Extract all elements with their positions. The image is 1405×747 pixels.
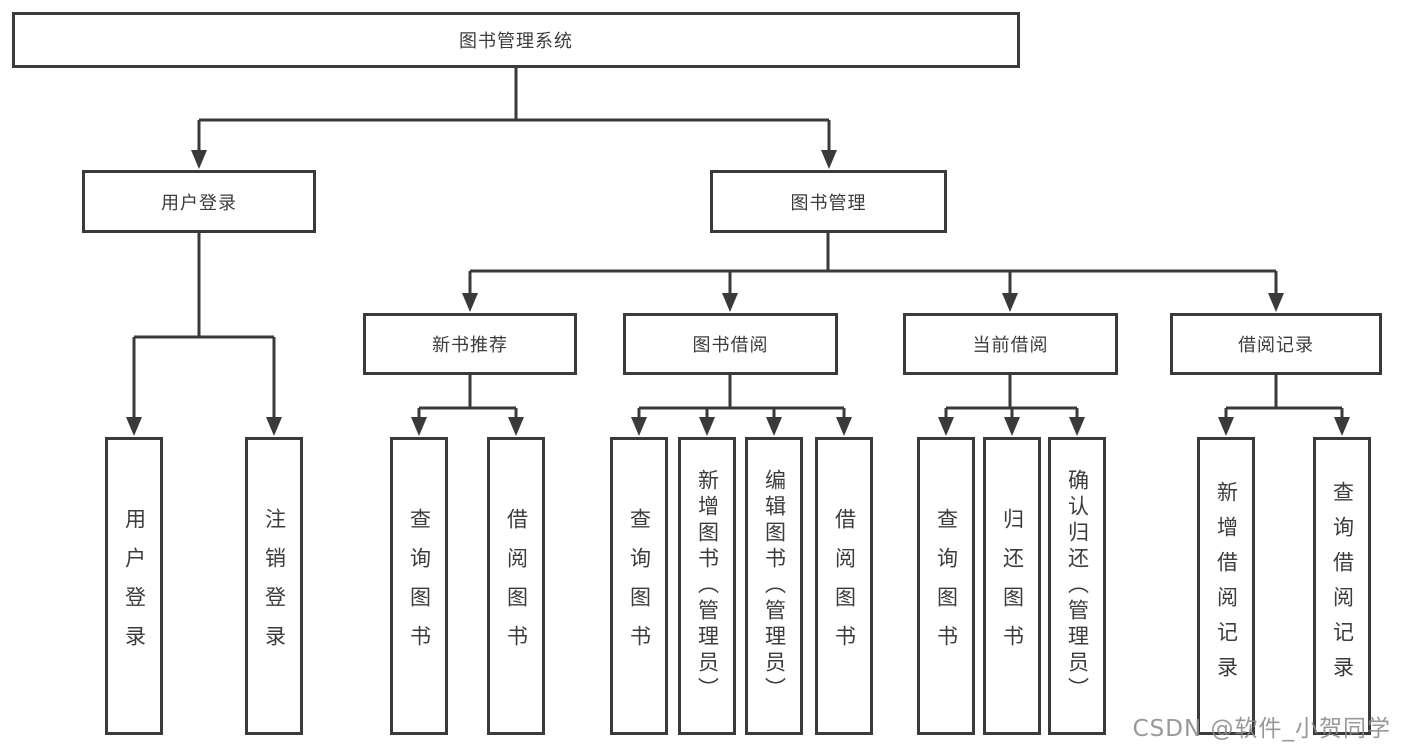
leaf-user-login: 用户登录 <box>105 437 163 735</box>
arrowhead-icon <box>722 293 738 312</box>
leaf-edit-book-admin: 编辑图书（管理员） <box>745 437 803 735</box>
arrowhead-icon <box>126 417 142 436</box>
arrowhead-icon <box>508 417 524 436</box>
arrowhead-icon <box>631 417 647 436</box>
node-book-borrow-label: 图书借阅 <box>692 335 769 356</box>
csdn-watermark: CSDN @软件_小贺同学 <box>1132 716 1391 742</box>
leaf-query-books-3-label: 查询图书 <box>934 508 959 664</box>
leaf-add-borrow-record-label: 新增借阅记录 <box>1214 481 1239 691</box>
leaf-query-books-1-label: 查询图书 <box>407 508 432 664</box>
leaf-edit-book-admin-label: 编辑图书（管理员） <box>762 469 787 703</box>
arrowhead-icon <box>411 417 427 436</box>
leaf-add-borrow-record: 新增借阅记录 <box>1197 437 1255 735</box>
leaf-borrow-books-2-label: 借阅图书 <box>832 508 857 664</box>
connector-root-to-level2 <box>191 68 837 169</box>
arrowhead-icon <box>1218 417 1234 436</box>
arrowhead-icon <box>191 150 207 169</box>
node-book-management: 图书管理 <box>710 170 947 233</box>
leaf-query-books-2: 查询图书 <box>610 437 668 735</box>
node-book-management-label: 图书管理 <box>790 192 867 214</box>
leaf-user-login-label: 用户登录 <box>122 508 147 664</box>
node-borrow-records: 借阅记录 <box>1170 313 1382 375</box>
leaf-borrow-books-2: 借阅图书 <box>815 437 873 735</box>
node-current-borrow: 当前借阅 <box>903 313 1118 375</box>
leaf-confirm-return-admin-label: 确认归还（管理员） <box>1065 469 1090 703</box>
node-user-login-module-label: 用户登录 <box>161 192 237 214</box>
node-new-book-recommend: 新书推荐 <box>363 313 577 375</box>
leaf-add-book-admin-label: 新增图书（管理员） <box>695 469 720 703</box>
arrowhead-icon <box>1002 293 1018 312</box>
leaf-query-books-1: 查询图书 <box>390 437 448 735</box>
arrowhead-icon <box>938 417 954 436</box>
leaf-logout: 注销登录 <box>245 437 303 735</box>
leaf-logout-label: 注销登录 <box>262 508 287 664</box>
connector-new-book-to-leaves <box>411 375 524 436</box>
connector-current-borrow-to-leaves <box>938 375 1085 436</box>
arrowhead-icon <box>699 417 715 436</box>
leaf-borrow-books-1: 借阅图书 <box>487 437 545 735</box>
node-current-borrow-label: 当前借阅 <box>972 335 1049 356</box>
node-new-book-recommend-label: 新书推荐 <box>432 335 508 356</box>
arrowhead-icon <box>462 293 478 312</box>
connector-book-mgmt-to-level3 <box>462 233 1284 312</box>
node-library-system: 图书管理系统 <box>12 12 1020 68</box>
node-library-system-label: 图书管理系统 <box>459 31 573 52</box>
arrowhead-icon <box>821 150 837 169</box>
node-book-borrow: 图书借阅 <box>623 313 838 375</box>
arrowhead-icon <box>1334 417 1350 436</box>
leaf-confirm-return-admin: 确认归还（管理员） <box>1048 437 1106 735</box>
leaf-query-borrow-record-label: 查询借阅记录 <box>1330 481 1355 691</box>
leaf-return-books-label: 归还图书 <box>1000 508 1025 664</box>
arrowhead-icon <box>766 417 782 436</box>
arrowhead-icon <box>266 417 282 436</box>
node-user-login-module: 用户登录 <box>82 170 316 233</box>
connector-book-borrow-to-leaves <box>631 375 852 436</box>
arrowhead-icon <box>836 417 852 436</box>
node-borrow-records-label: 借阅记录 <box>1238 335 1314 356</box>
arrowhead-icon <box>1069 417 1085 436</box>
arrowhead-icon <box>1268 293 1284 312</box>
leaf-borrow-books-1-label: 借阅图书 <box>504 508 529 664</box>
leaf-return-books: 归还图书 <box>983 437 1041 735</box>
leaf-query-borrow-record: 查询借阅记录 <box>1313 437 1371 735</box>
arrowhead-icon <box>1004 417 1020 436</box>
leaf-add-book-admin: 新增图书（管理员） <box>678 437 736 735</box>
leaf-query-books-3: 查询图书 <box>917 437 975 735</box>
connector-user-login-to-leaves <box>126 233 282 436</box>
connector-borrow-records-to-leaves <box>1218 375 1350 436</box>
leaf-query-books-2-label: 查询图书 <box>627 508 652 664</box>
